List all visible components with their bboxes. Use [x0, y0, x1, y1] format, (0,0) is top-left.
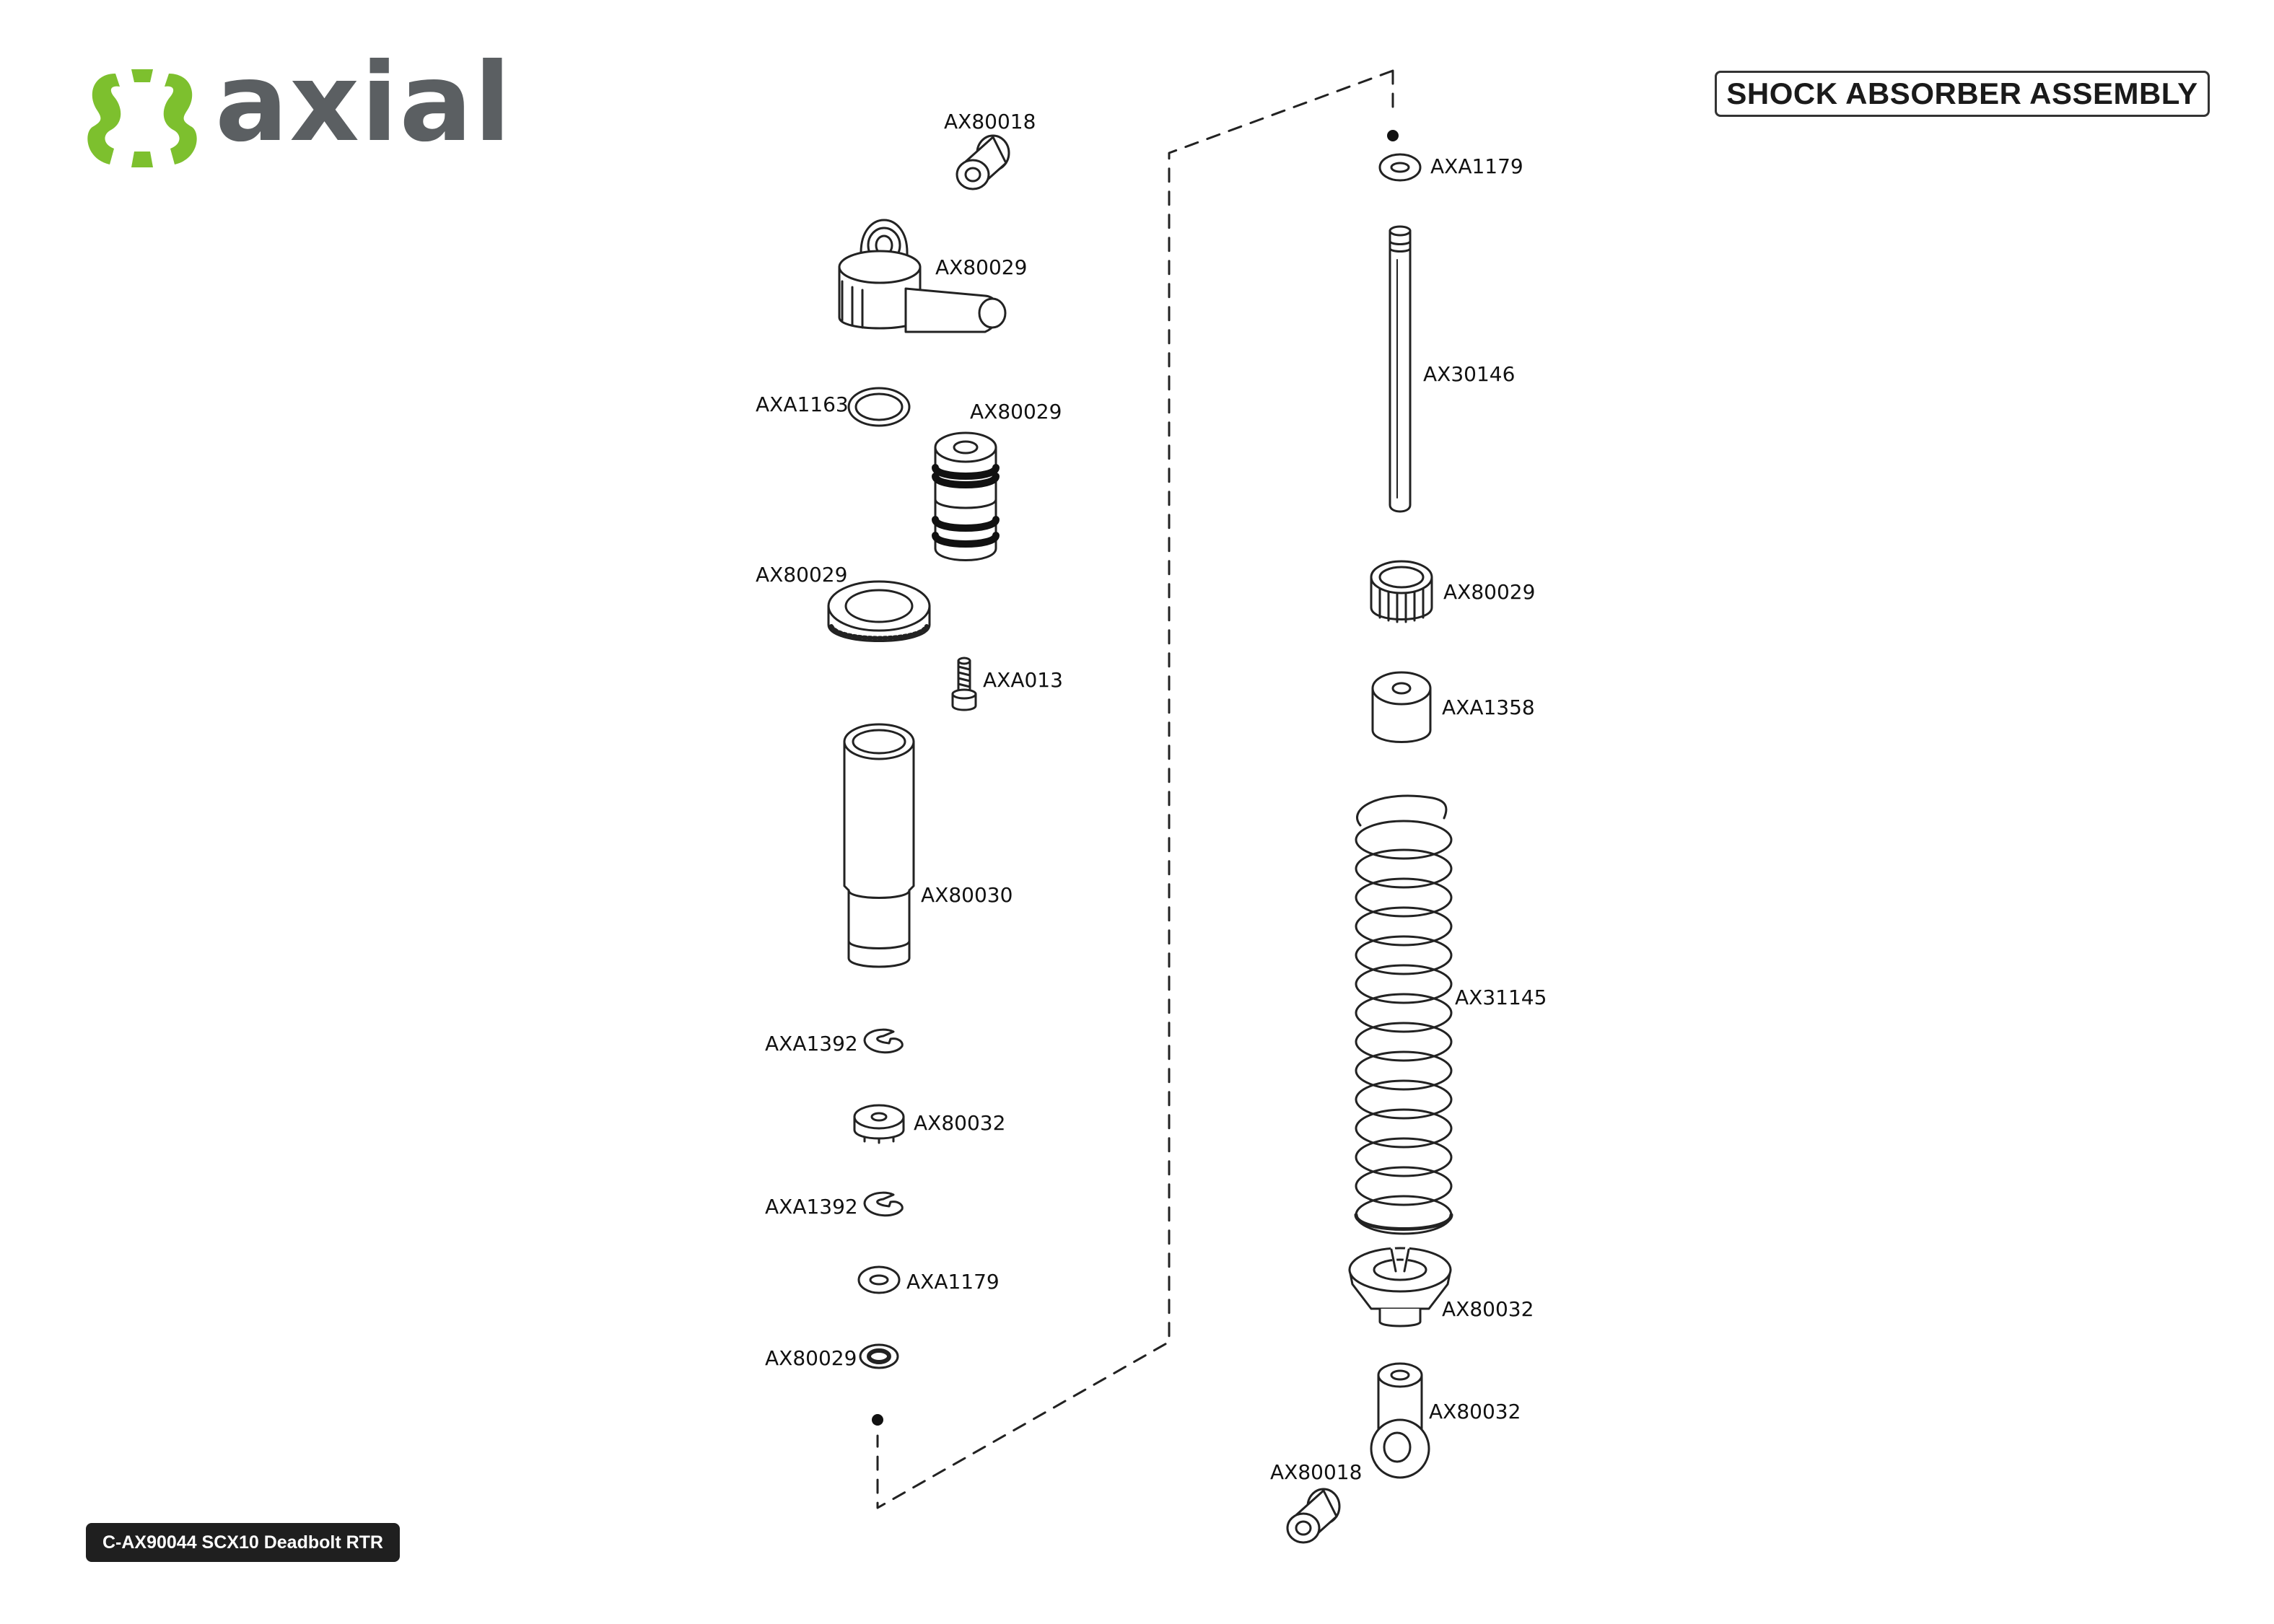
spacer	[1371, 671, 1432, 743]
shock-cap-insert	[932, 431, 1000, 561]
washer-lower	[857, 1265, 901, 1294]
axial-logo: axial	[81, 49, 528, 173]
washer-upper	[1378, 153, 1422, 182]
e-clip-2	[863, 1191, 904, 1217]
label-ax30146: AX30146	[1423, 362, 1515, 386]
label-ax80032-retainer: AX80032	[1442, 1297, 1534, 1321]
shock-body	[843, 723, 915, 968]
logo-wordmark: axial	[215, 40, 513, 166]
label-axa1179-upper: AXA1179	[1430, 154, 1523, 178]
label-ax80018-top: AX80018	[944, 110, 1036, 133]
coil-spring	[1354, 794, 1453, 1235]
shock-cap-eyelet	[838, 219, 1007, 333]
piston	[853, 1104, 905, 1144]
model-code: C-AX90044 SCX10 Deadbolt RTR	[102, 1532, 383, 1553]
part-labels: AX80018 AX80029 AXA1163 AX80029 AX80029 …	[756, 110, 1547, 1484]
label-ax31145: AX31145	[1455, 986, 1547, 1009]
ball-end-bottom	[1286, 1488, 1341, 1544]
guide-dot-bottom	[872, 1414, 883, 1426]
label-axa1179-lower: AXA1179	[906, 1270, 1000, 1294]
label-ax80029-seal: AX80029	[765, 1346, 857, 1370]
bleed-screw	[951, 657, 977, 711]
model-badge: C-AX90044 SCX10 Deadbolt RTR	[86, 1523, 400, 1562]
page-title: SHOCK ABSORBER ASSEMBLY	[1726, 76, 2198, 110]
bushing	[1370, 560, 1433, 623]
label-axa1163: AXA1163	[756, 392, 849, 416]
label-axa013: AXA013	[983, 668, 1063, 692]
e-clip-1	[863, 1028, 904, 1054]
guide-dot-top	[1387, 130, 1399, 141]
rod-end	[1370, 1362, 1430, 1479]
seal	[859, 1343, 899, 1369]
label-ax80029-cap: AX80029	[935, 255, 1027, 279]
ball-end-top	[955, 134, 1010, 190]
axial-mark-icon	[87, 69, 197, 167]
label-ax80029-collar: AX80029	[756, 563, 847, 587]
label-axa1358: AXA1358	[1442, 695, 1535, 719]
label-ax80029-bushing: AX80029	[1443, 580, 1535, 604]
label-ax80032-piston: AX80032	[914, 1111, 1005, 1135]
o-ring	[847, 387, 911, 427]
spring-retainer	[1348, 1246, 1452, 1327]
label-ax80029-insert: AX80029	[970, 400, 1062, 423]
shock-shaft	[1389, 225, 1412, 513]
threaded-collar	[827, 580, 931, 642]
label-ax80018-bottom: AX80018	[1270, 1460, 1362, 1484]
title-box: SHOCK ABSORBER ASSEMBLY	[1715, 71, 2210, 117]
label-axa1392-2: AXA1392	[765, 1195, 858, 1219]
assembly-guide-line	[876, 69, 1394, 1509]
label-axa1392-1: AXA1392	[765, 1032, 858, 1055]
label-ax80030: AX80030	[921, 883, 1013, 907]
label-ax80032-rodend: AX80032	[1429, 1400, 1521, 1423]
